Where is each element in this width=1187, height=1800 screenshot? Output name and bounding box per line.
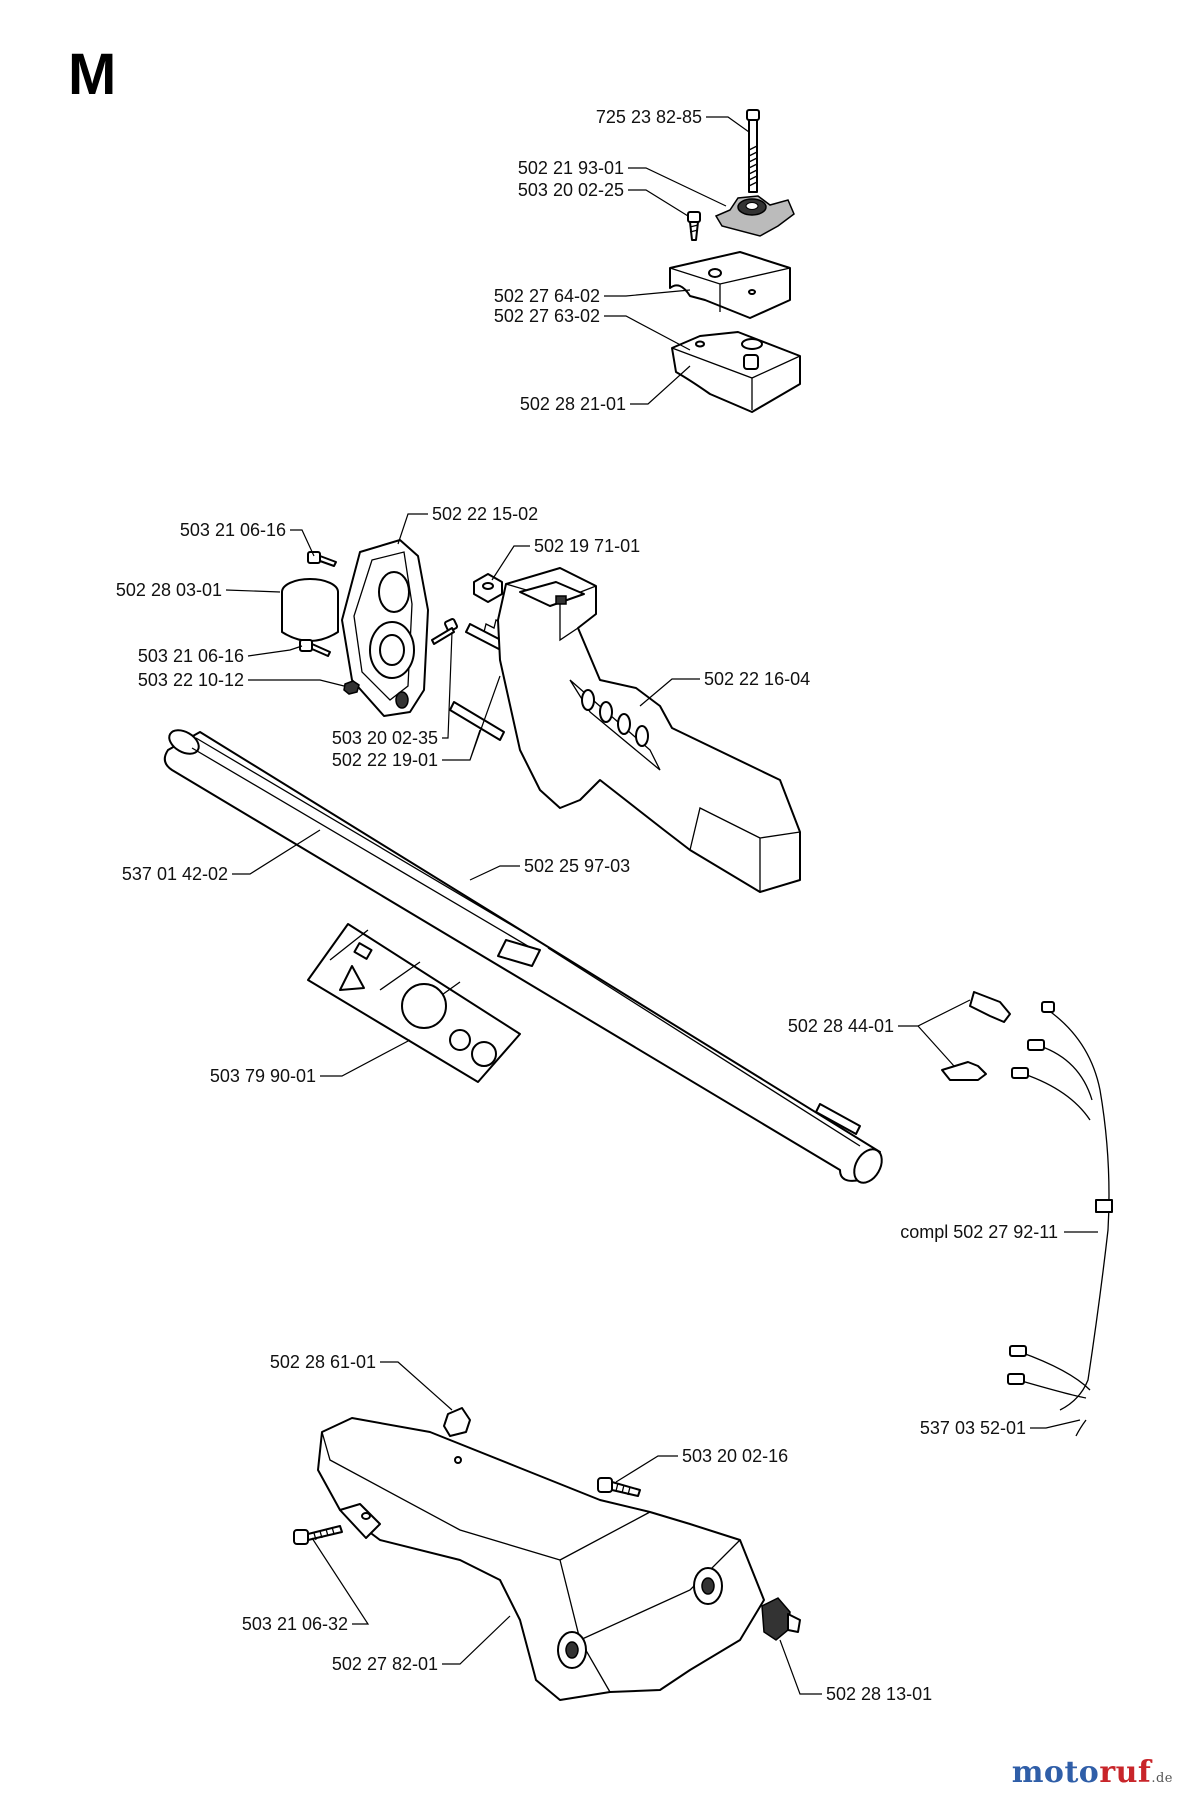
label-screw-small: 503 20 02-25	[518, 180, 624, 200]
bolt-top-drawing	[746, 109, 760, 193]
connector-drawing	[941, 991, 1011, 1081]
housing-drawing	[317, 1417, 765, 1701]
label-clamp-base: 502 28 21-01	[520, 394, 626, 414]
label-clip: 502 28 61-01	[270, 1352, 376, 1372]
label-wing-knob: 502 21 93-01	[518, 158, 624, 178]
clip-drawing	[443, 1407, 471, 1464]
screw-b-drawing	[299, 639, 360, 695]
clamp-lower-drawing	[671, 331, 801, 413]
handle-plate-drawing	[341, 539, 429, 717]
wing-knob-drawing	[714, 195, 795, 237]
tube-shaft-assembly	[163, 729, 883, 1184]
screw-c-drawing	[431, 618, 458, 645]
label-connector: 502 28 44-01	[788, 1016, 894, 1036]
screw-d-drawing	[597, 1477, 641, 1497]
label-bolt-top: 725 23 82-85	[596, 107, 702, 127]
label-screw-c: 503 20 02-35	[332, 728, 438, 748]
label-harness: compl 502 27 92-11	[900, 1222, 1058, 1242]
nut-square-drawing	[473, 573, 503, 603]
screw-e-drawing	[293, 1525, 343, 1545]
label-shaft: 502 25 97-03	[524, 856, 630, 876]
watermark-part-d: .de	[1151, 1771, 1173, 1786]
grommet-drawing	[761, 1597, 801, 1641]
label-spring: 502 22 19-01	[332, 750, 438, 770]
screw-small-drawing	[687, 211, 701, 241]
label-clamp-lower: 502 27 63-02	[494, 306, 600, 326]
clamp-assembly	[669, 109, 801, 413]
label-screw-b: 503 21 06-16	[138, 646, 244, 666]
label-grommet: 502 28 13-01	[826, 1684, 932, 1704]
watermark-part-b: ruf	[1099, 1755, 1152, 1790]
label-screw-e: 503 21 06-32	[242, 1614, 348, 1634]
bushing-drawing	[281, 578, 339, 642]
watermark-logo: motoruf.de	[1012, 1755, 1173, 1790]
label-bushing: 502 28 03-01	[116, 580, 222, 600]
label-clamp-upper: 502 27 64-02	[494, 286, 600, 306]
label-nut-b: 503 22 10-12	[138, 670, 244, 690]
label-handle-plate: 502 22 15-02	[432, 504, 538, 524]
label-handle-main: 502 22 16-04	[704, 669, 810, 689]
harness-drawing	[1007, 1001, 1113, 1437]
handle-main-drawing	[497, 567, 801, 893]
label-housing: 502 27 82-01	[332, 1654, 438, 1674]
label-harness-end: 537 03 52-01	[920, 1418, 1026, 1438]
label-decal: 503 79 90-01	[210, 1066, 316, 1086]
label-screw-a: 503 21 06-16	[180, 520, 286, 540]
tube-drawing	[163, 729, 883, 1184]
label-screw-d: 503 20 02-16	[682, 1446, 788, 1466]
leader-lines	[225, 116, 1098, 1695]
clamp-upper-drawing	[669, 251, 791, 319]
screw-a-drawing	[307, 551, 337, 567]
label-nut-square: 502 19 71-01	[534, 536, 640, 556]
section-letter: M	[68, 42, 117, 107]
watermark-part-a: moto	[1011, 1755, 1100, 1790]
label-tube: 537 01 42-02	[122, 864, 228, 884]
part-labels: 725 23 82-85 502 21 93-01 503 20 02-25 5…	[116, 107, 1058, 1704]
decal-drawing	[307, 923, 521, 1083]
handle-assembly	[281, 539, 801, 893]
